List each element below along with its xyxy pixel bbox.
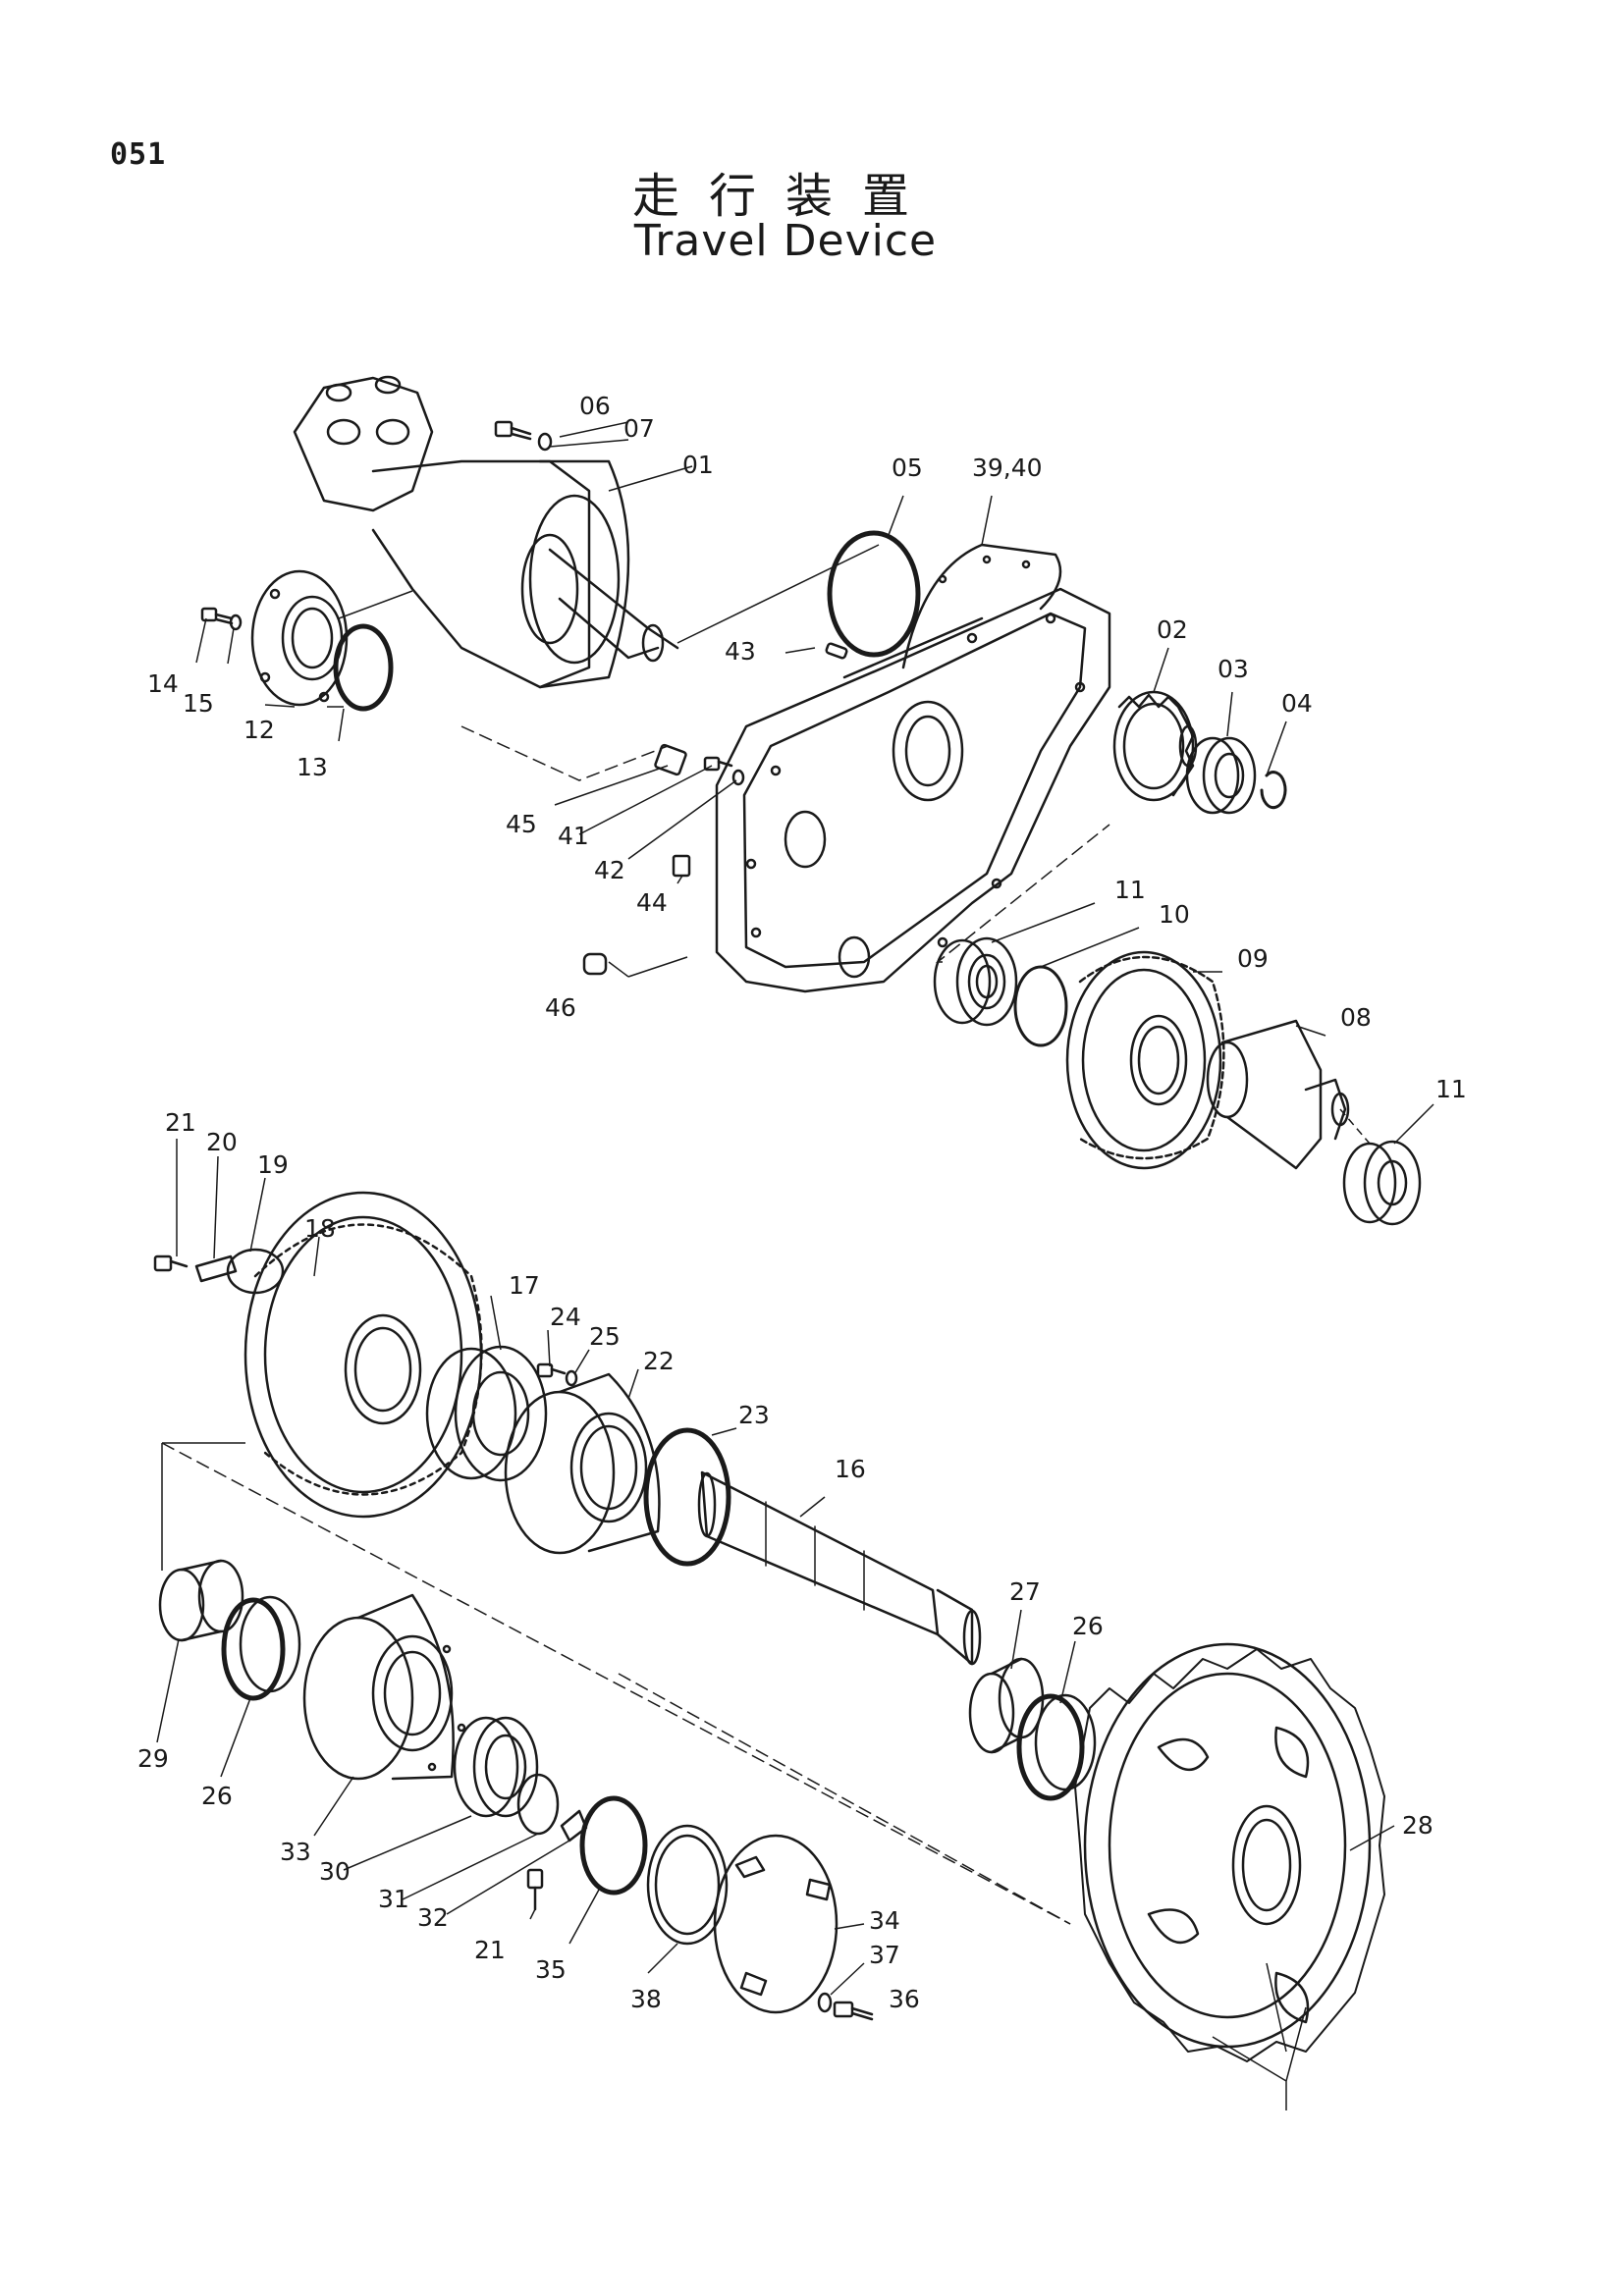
part-10-snap-ring	[1013, 965, 1068, 1047]
callout-11-upper: 11	[1114, 876, 1146, 904]
callout-07: 07	[623, 414, 655, 443]
callout-11-lower: 11	[1435, 1075, 1467, 1103]
part-22-hub	[504, 1372, 661, 1555]
page-number: 051	[110, 137, 167, 172]
part-44-plug	[672, 854, 691, 878]
part-24-bolt	[536, 1362, 567, 1378]
callout-21-upper: 21	[165, 1108, 196, 1137]
part-45-plug	[654, 743, 687, 776]
part-05-o-ring	[827, 530, 921, 658]
callout-21-lower: 21	[474, 1936, 506, 1964]
part-26-seal-left	[221, 1595, 301, 1701]
part-03-bearing	[1185, 736, 1257, 815]
callout-23: 23	[738, 1401, 770, 1429]
callout-09: 09	[1237, 944, 1269, 973]
callout-30: 30	[319, 1857, 351, 1886]
callout-24: 24	[550, 1303, 581, 1331]
part-41-bolt	[703, 756, 733, 772]
callout-03: 03	[1217, 655, 1249, 683]
part-17-bearing	[425, 1345, 548, 1482]
callout-19: 19	[257, 1150, 289, 1179]
callout-41: 41	[558, 822, 589, 850]
callout-02: 02	[1157, 615, 1188, 644]
callout-26-left: 26	[201, 1782, 233, 1810]
callout-20: 20	[206, 1128, 238, 1156]
callout-27: 27	[1009, 1577, 1041, 1606]
part-21-bolt-upper	[153, 1255, 189, 1272]
part-21-bolt-lower	[526, 1868, 544, 1911]
callout-labels: 01 02 03 04 05 06 07 08 09 10 11 11 12 1…	[137, 392, 1467, 2013]
page-title-japanese: 走行装置	[631, 169, 939, 224]
part-25-washer	[565, 1369, 578, 1387]
callout-01: 01	[682, 451, 714, 479]
part-43-pin	[825, 642, 848, 660]
part-36-bolt	[833, 2001, 874, 2021]
callout-39-40: 39,40	[972, 454, 1043, 482]
part-30-bearing	[453, 1716, 539, 1818]
callout-15: 15	[183, 689, 214, 718]
part-02-pinion-gear	[1112, 690, 1198, 802]
callout-42: 42	[594, 856, 625, 884]
part-15-washer	[229, 614, 243, 631]
callout-04: 04	[1281, 689, 1313, 718]
page-title-english: Travel Device	[633, 216, 938, 266]
callout-12: 12	[243, 716, 275, 744]
callout-34: 34	[869, 1906, 900, 1935]
part-38-gasket	[646, 1824, 729, 1946]
part-13-o-ring	[333, 623, 394, 712]
part-08-pinion-shaft	[1206, 1019, 1350, 1170]
callout-10: 10	[1159, 900, 1190, 929]
part-20-lock-plate	[194, 1255, 238, 1283]
part-39-40-gasket	[901, 543, 1062, 669]
part-28-sprocket	[1074, 1642, 1385, 2062]
part-14-bolt	[200, 607, 234, 625]
callout-38: 38	[630, 1985, 662, 2013]
callout-16: 16	[835, 1455, 866, 1483]
part-35-o-ring	[579, 1795, 648, 1896]
callout-25: 25	[589, 1322, 621, 1351]
callout-28: 28	[1402, 1811, 1434, 1840]
part-09-large-gear	[1065, 950, 1225, 1170]
callout-32: 32	[417, 1903, 449, 1932]
part-01-travel-motor	[293, 375, 679, 689]
part-23-o-ring	[643, 1427, 731, 1567]
part-16-spline-shaft	[697, 1470, 982, 1666]
callout-45: 45	[506, 810, 537, 838]
callout-44: 44	[636, 888, 668, 917]
part-07-washer	[537, 432, 553, 452]
callout-17: 17	[509, 1271, 540, 1300]
callout-06: 06	[579, 392, 611, 420]
part-11-bearing-upper	[933, 936, 1018, 1027]
part-04-snap-ring	[1260, 771, 1287, 810]
part-11-bearing-lower	[1342, 1140, 1422, 1226]
callout-13: 13	[297, 753, 328, 781]
callout-31: 31	[378, 1885, 409, 1913]
callout-22: 22	[643, 1347, 675, 1375]
part-29-collar	[158, 1559, 244, 1642]
callout-18: 18	[304, 1214, 336, 1243]
callout-05: 05	[892, 454, 923, 482]
part-31-washer-plate	[516, 1773, 560, 1836]
callout-26-right: 26	[1072, 1612, 1104, 1640]
callout-29: 29	[137, 1744, 169, 1773]
part-46-plug	[582, 952, 608, 976]
callout-36: 36	[889, 1985, 920, 2013]
leader-lines	[156, 421, 1434, 2110]
part-42-washer	[731, 769, 745, 786]
gear-housing-case	[715, 587, 1111, 993]
callout-33: 33	[280, 1838, 311, 1866]
callout-37: 37	[869, 1941, 900, 1969]
part-33-hub-cover	[302, 1593, 466, 1781]
callout-35: 35	[535, 1955, 567, 1984]
part-12-cover	[250, 569, 349, 707]
callout-43: 43	[725, 637, 756, 666]
part-34-cover	[713, 1834, 839, 2014]
callout-46: 46	[545, 993, 576, 1022]
callout-08: 08	[1340, 1003, 1372, 1032]
part-06-bolt	[494, 420, 532, 441]
part-37-washer	[817, 1992, 833, 2013]
callout-14: 14	[147, 669, 179, 698]
